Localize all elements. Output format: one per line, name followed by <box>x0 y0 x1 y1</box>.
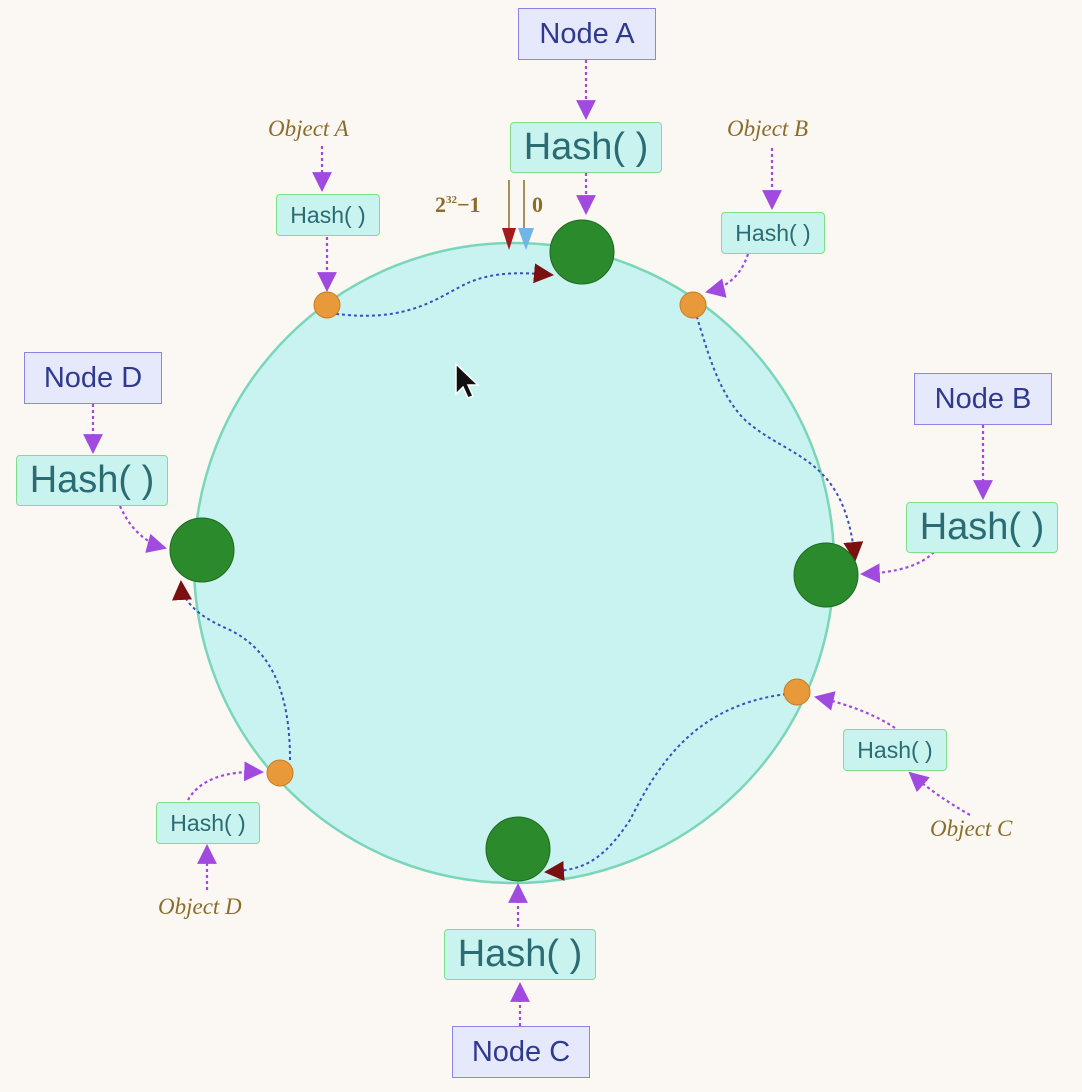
node-d-hash-box: Hash( ) <box>16 455 168 506</box>
object-c-hash-box: Hash( ) <box>843 729 947 771</box>
node-a-label: Node A <box>518 8 656 60</box>
object-b-label: Object B <box>727 116 809 141</box>
upper-bound-suffix: −1 <box>457 192 481 217</box>
object-b-dot <box>679 291 707 319</box>
object-d-hash-box: Hash( ) <box>156 802 260 844</box>
node-c-label: Node C <box>452 1026 590 1078</box>
route-object-b-to-node-b <box>692 304 864 562</box>
node-d-label: Node D <box>24 352 162 404</box>
arrow-node-d-hash-to-ring <box>118 505 167 553</box>
route-object-c-to-node-c <box>544 692 799 881</box>
arrow-object-d-hash-to-ring <box>187 761 264 801</box>
ring-upper-bound-label: 232−1 <box>435 192 481 218</box>
node-b-hash-box: Hash( ) <box>906 502 1058 553</box>
node-b-label: Node B <box>914 373 1052 425</box>
object-c-label: Object C <box>930 816 1013 841</box>
ring-zero-point <box>502 180 534 250</box>
object-a-label: Object A <box>268 116 349 141</box>
object-a-hash-box: Hash( ) <box>276 194 380 236</box>
object-d-dot <box>266 759 294 787</box>
node-b-dot <box>793 542 859 608</box>
ring-zero-label: 0 <box>532 192 543 217</box>
upper-bound-base: 2 <box>435 192 446 217</box>
upper-bound-marker <box>502 228 516 250</box>
connector-arrows <box>83 60 993 1026</box>
arrow-object-c-hash-to-ring <box>814 691 896 729</box>
arrow-object-c-label-to-hash <box>908 771 971 816</box>
node-a-hash-box: Hash( ) <box>510 122 662 173</box>
object-d-label: Object D <box>158 894 242 919</box>
node-a-dot <box>549 219 615 285</box>
node-c-dot <box>485 816 551 882</box>
object-c-dot <box>783 678 811 706</box>
node-dots <box>169 219 859 882</box>
node-c-hash-box: Hash( ) <box>444 929 596 980</box>
route-object-d-to-node-d <box>172 580 291 761</box>
upper-bound-exponent: 32 <box>446 194 457 206</box>
object-b-hash-box: Hash( ) <box>721 212 825 254</box>
hash-ring <box>192 241 836 885</box>
object-a-dot <box>313 291 341 319</box>
object-dots <box>266 291 811 787</box>
mouse-cursor-icon <box>455 362 480 399</box>
node-d-dot <box>169 517 235 583</box>
arrow-node-b-hash-to-ring <box>860 551 935 584</box>
route-object-a-to-node-a <box>329 263 554 317</box>
routing-paths <box>172 263 864 881</box>
arrow-object-b-hash-to-ring <box>705 253 750 298</box>
zero-marker <box>518 228 534 250</box>
